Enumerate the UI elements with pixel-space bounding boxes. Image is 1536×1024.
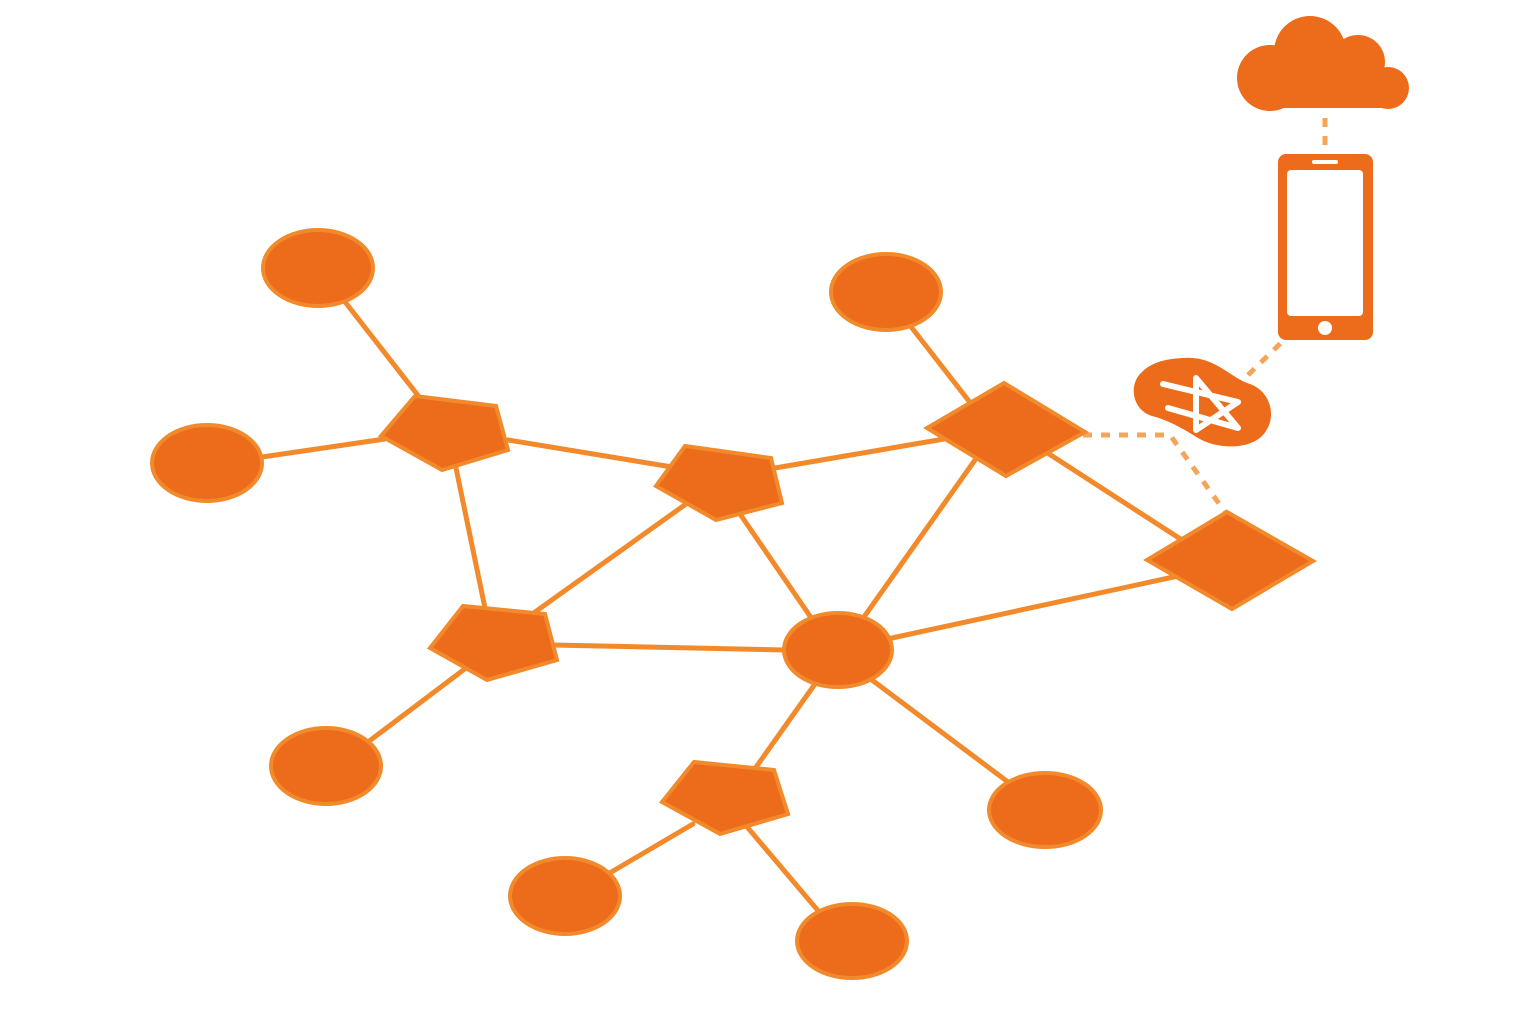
gateway-node-b [1143, 509, 1317, 612]
router-node-a [377, 393, 511, 473]
bluetooth-bubble [1133, 357, 1272, 447]
end-node-2 [150, 423, 264, 503]
dashed-edge-diamondA-diamondB [1083, 432, 1228, 514]
hub-node [782, 611, 894, 689]
end-node-7 [795, 902, 909, 980]
edge-pentagonD-node6 [605, 821, 696, 877]
end-node-3 [269, 726, 383, 806]
router-node-d [658, 759, 791, 837]
cloud-icon [1237, 16, 1409, 111]
edge-hub-node5 [869, 677, 1011, 785]
dashed-edge-bluetooth-smartphone [1246, 334, 1290, 377]
bluetooth-icon [1160, 375, 1241, 433]
edge-hub-pentagonD [751, 681, 818, 773]
gateway-node-a [923, 380, 1089, 479]
smartphone-home-button [1318, 321, 1332, 335]
edge-node2-pentagonA [259, 436, 388, 460]
end-node-5 [987, 771, 1103, 849]
end-node-1 [261, 228, 375, 308]
edge-pentagonC-hub [550, 642, 787, 653]
edge-hub-diamondB [889, 573, 1181, 641]
edge-node1-pentagonA [339, 295, 423, 401]
end-node-6 [508, 856, 622, 936]
solid-edges [259, 295, 1185, 916]
smartphone-speaker [1312, 160, 1338, 164]
end-node-4 [829, 252, 943, 332]
edge-pentagonB-diamondA [772, 435, 953, 471]
edge-node4-diamondA [909, 325, 975, 408]
dashed-edges [1083, 118, 1328, 514]
edge-pentagonB-pentagonC [532, 501, 689, 615]
edge-pentagonA-pentagonC [453, 465, 488, 611]
router-node-b [653, 443, 785, 523]
gateway-nodes [923, 380, 1317, 612]
edge-diamondA-diamondB [1043, 449, 1185, 543]
edge-pentagonD-node7 [745, 825, 823, 916]
edge-pentagonA-pentagonB [505, 437, 675, 470]
router-nodes [377, 393, 791, 837]
smartphone-icon [1278, 154, 1373, 340]
edge-pentagonC-node3 [365, 665, 469, 745]
edge-diamondA-hub [861, 457, 978, 620]
edge-pentagonB-hub [737, 511, 815, 622]
smartphone-screen [1287, 170, 1363, 316]
end-nodes [150, 228, 1103, 980]
router-node-c [426, 603, 560, 683]
